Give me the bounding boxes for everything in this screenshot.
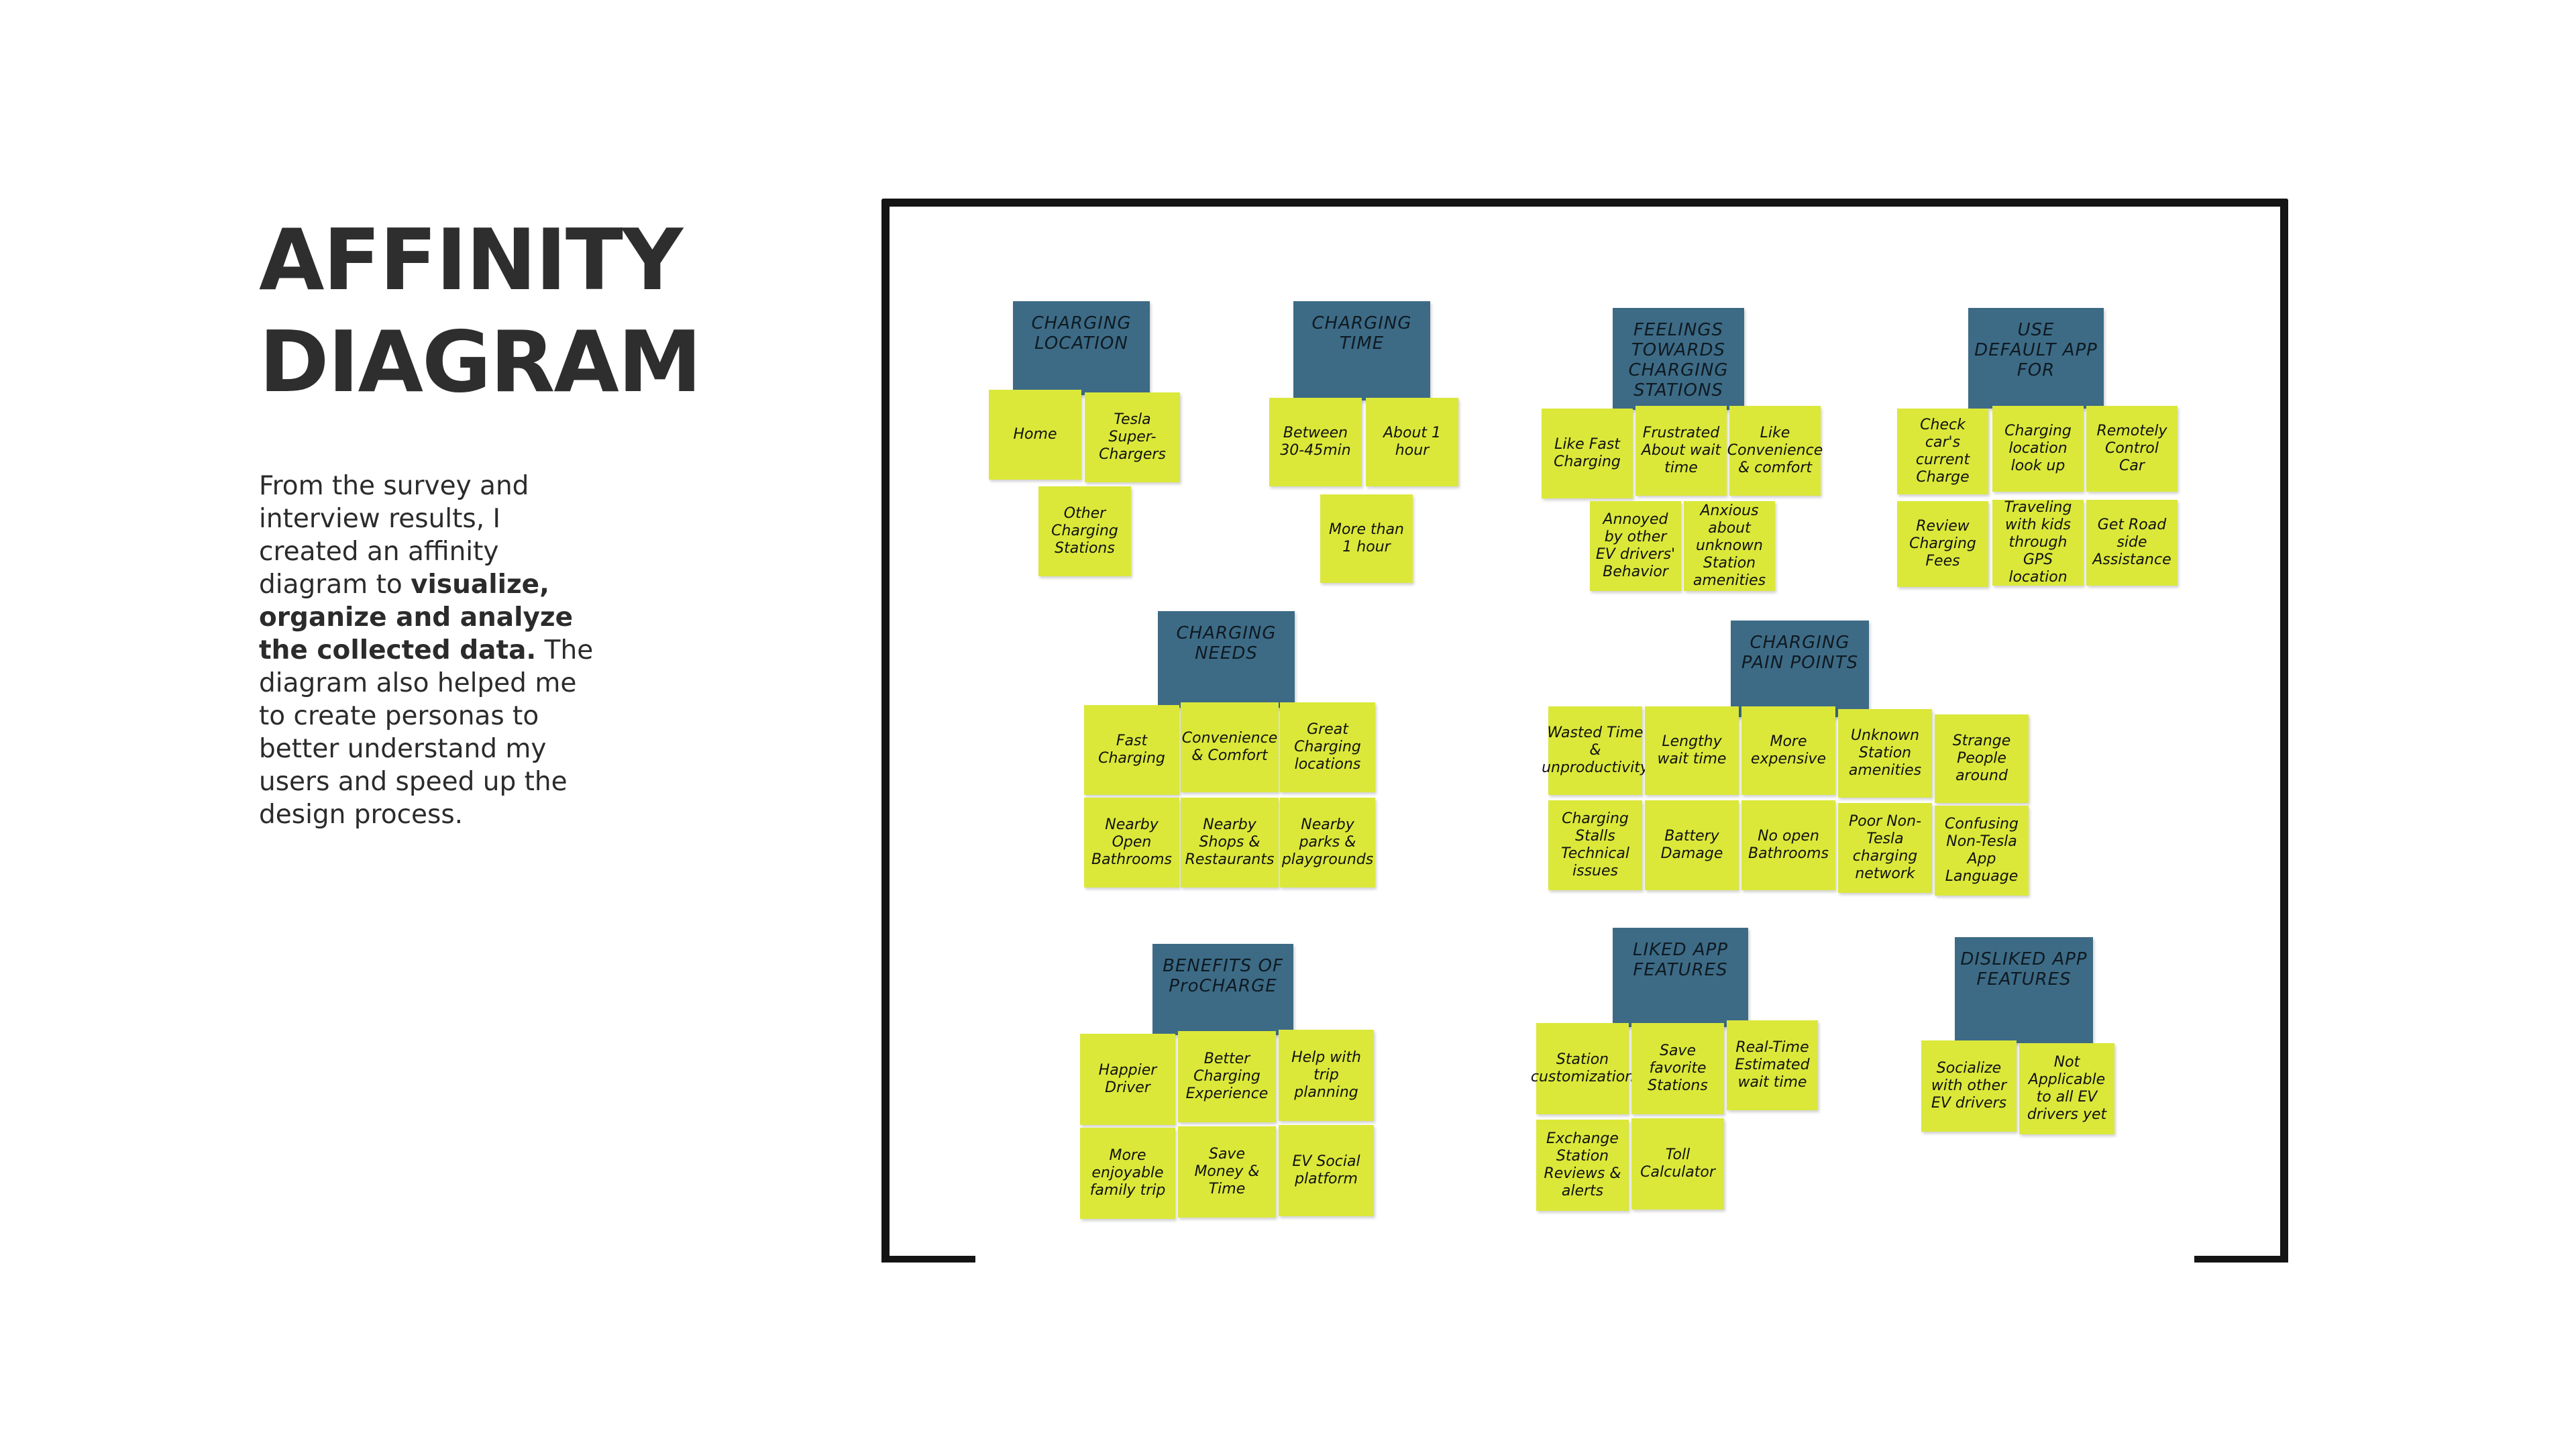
group-header-disliked-features: DISLIKED APP FEATURES: [1955, 937, 2093, 1043]
sticky-note: Convenience & Comfort: [1181, 702, 1279, 792]
page-title: AFFINITY DIAGRAM: [259, 209, 729, 413]
sticky-note: Great Charging locations: [1280, 702, 1375, 792]
sticky-note: Nearby parks & playgrounds: [1280, 798, 1375, 888]
sticky-note: Not Applicable to all EV drivers yet: [2019, 1043, 2114, 1134]
sticky-note: Better Charging Experience: [1178, 1031, 1276, 1122]
sticky-note: No open Bathrooms: [1741, 800, 1835, 890]
sticky-note: Real-Time Estimated wait time: [1727, 1020, 1818, 1110]
sticky-note: Wasted Time & unproductivity: [1542, 706, 1649, 795]
description-text-1: From the survey and interview results, I…: [259, 471, 529, 600]
sticky-note: Remotely Control Car: [2086, 406, 2178, 492]
description-paragraph: From the survey and interview results, I…: [259, 470, 608, 831]
group-header-charging-needs: CHARGING NEEDS: [1158, 611, 1295, 708]
sticky-note: Fast Charging: [1084, 705, 1179, 795]
affinity-board: CHARGING LOCATION Home Tesla Super-Charg…: [881, 199, 2288, 1263]
board-frame-top: [881, 199, 2288, 207]
sticky-note: Review Charging Fees: [1897, 501, 1988, 587]
board-frame-right: [2280, 199, 2288, 1263]
sticky-note: Tesla Super-Chargers: [1085, 392, 1180, 482]
board-frame-foot-right: [2194, 1256, 2288, 1263]
sticky-note: More enjoyable family trip: [1080, 1128, 1175, 1219]
sticky-note: Traveling with kids through GPS location: [1992, 499, 2084, 586]
sticky-note: Annoyed by other EV drivers' Behavior: [1590, 501, 1681, 591]
sticky-note: Poor Non-Tesla charging network: [1838, 803, 1932, 893]
description-text-2: The diagram also helped me to create per…: [259, 635, 594, 830]
sticky-note: About 1 hour: [1366, 398, 1458, 486]
sticky-note: EV Social platform: [1279, 1125, 1374, 1216]
title-line-2: DIAGRAM: [259, 313, 702, 411]
sticky-note: Help with trip planning: [1279, 1030, 1374, 1121]
group-header-charging-time: CHARGING TIME: [1293, 301, 1430, 400]
sticky-note: Home: [989, 390, 1081, 480]
group-header-feelings: FEELINGS TOWARDS CHARGING STATIONS: [1613, 308, 1744, 410]
board-frame-foot-left: [881, 1256, 975, 1263]
sticky-note: More than 1 hour: [1320, 494, 1413, 583]
sticky-note: Toll Calculator: [1631, 1118, 1724, 1210]
sticky-note: Nearby Shops & Restaurants: [1181, 798, 1279, 888]
sticky-note: Nearby Open Bathrooms: [1084, 798, 1179, 888]
sticky-note: Strange People around: [1935, 714, 2029, 803]
sticky-note: Save favorite Stations: [1631, 1023, 1724, 1114]
title-line-1: AFFINITY: [259, 211, 683, 309]
sticky-note: More expensive: [1741, 706, 1835, 795]
group-header-pain-points: CHARGING PAIN POINTS: [1731, 621, 1869, 717]
sticky-note: Unknown Station amenities: [1838, 709, 1932, 798]
group-header-benefits: BENEFITS OF ProCHARGE: [1152, 944, 1293, 1035]
sticky-note: Lengthy wait time: [1645, 706, 1739, 795]
description-bold-text: visualize, organize and analyze the coll…: [259, 570, 574, 665]
sticky-note: Save Money & Time: [1178, 1126, 1276, 1218]
group-header-use-default-app: USE DEFAULT APP FOR: [1968, 308, 2104, 409]
sticky-note: Like Convenience & comfort: [1727, 406, 1823, 496]
sticky-note: Charging Stalls Technical issues: [1548, 800, 1642, 890]
sticky-note: Happier Driver: [1080, 1034, 1175, 1125]
sticky-note: Frustrated About wait time: [1635, 406, 1727, 496]
sticky-note: Station customization: [1531, 1023, 1634, 1114]
sticky-note: Get Road side Assistance: [2086, 500, 2178, 586]
sticky-note: Confusing Non-Tesla App Language: [1935, 806, 2029, 896]
board-frame-left: [881, 199, 890, 1263]
sticky-note: Socialize with other EV drivers: [1921, 1040, 2017, 1132]
sticky-note: Between 30-45min: [1269, 398, 1362, 486]
sticky-note: Exchange Station Reviews & alerts: [1536, 1120, 1629, 1211]
group-header-liked-features: LIKED APP FEATURES: [1613, 928, 1748, 1027]
sticky-note: Charging location look up: [1992, 406, 2084, 492]
sticky-note: Other Charging Stations: [1038, 486, 1131, 576]
sticky-note: Like Fast Charging: [1542, 409, 1633, 498]
sticky-note: Check car's current Charge: [1897, 409, 1988, 494]
sticky-note: Battery Damage: [1645, 800, 1739, 890]
group-header-charging-location: CHARGING LOCATION: [1013, 301, 1150, 395]
sticky-note: Anxious about unknown Station amenities: [1684, 501, 1775, 591]
